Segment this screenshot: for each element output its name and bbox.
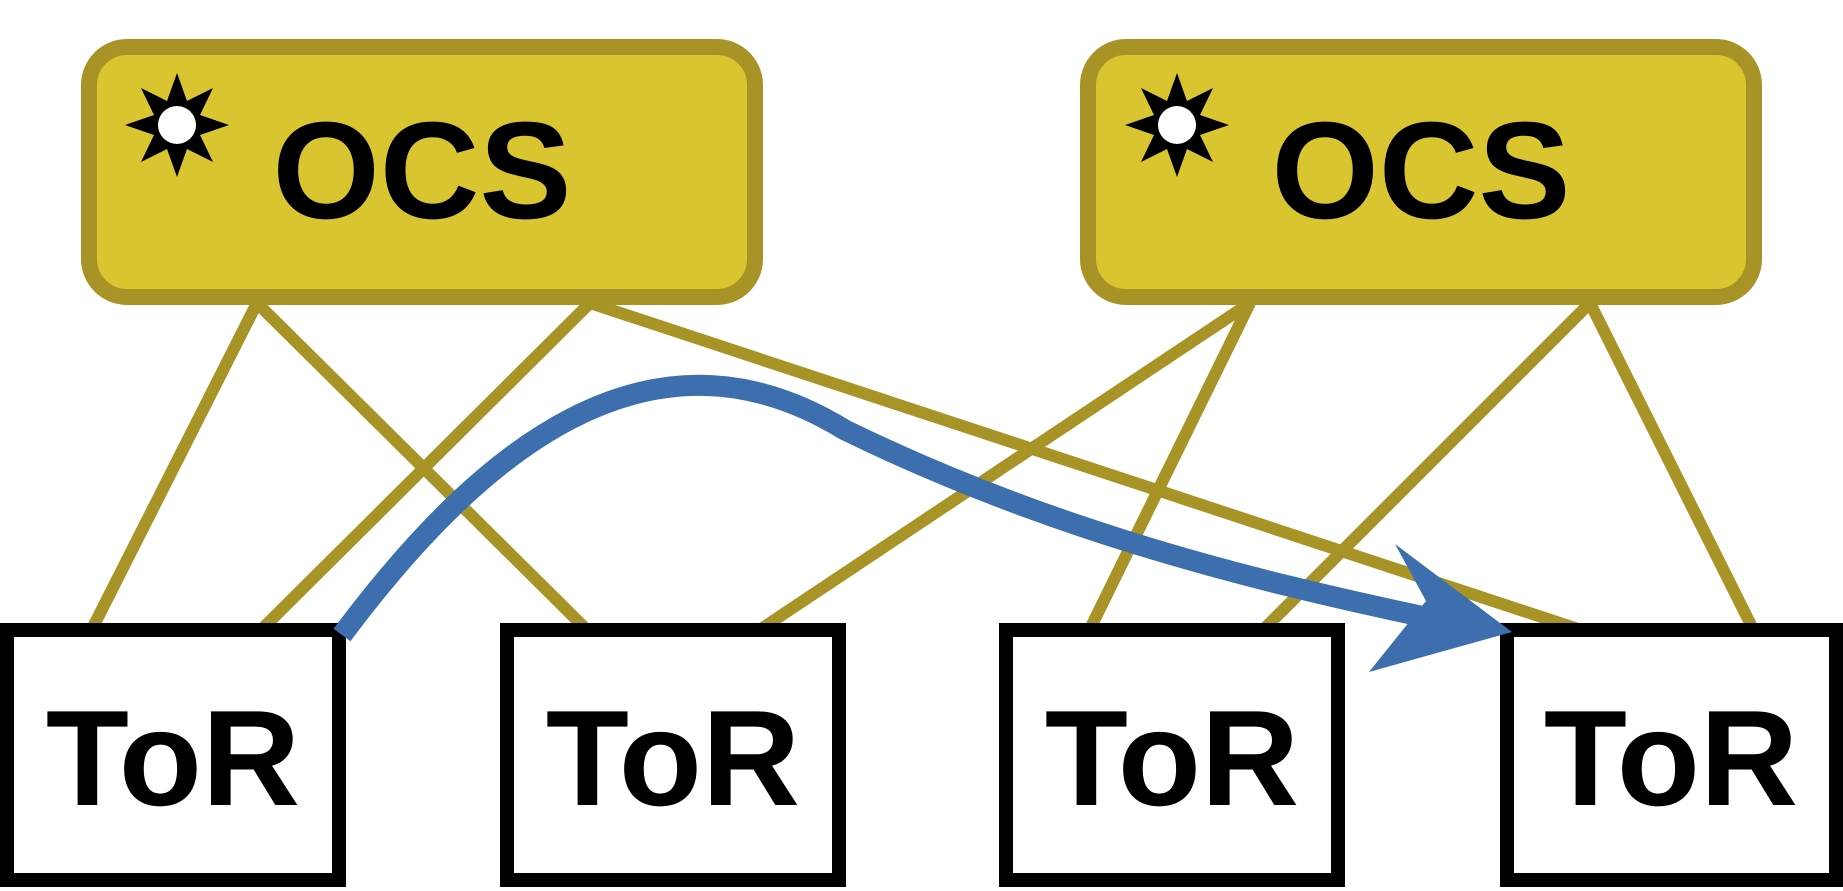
link-ocs2-tor2: [751, 298, 1254, 638]
link-ocs1-tor1-left: [84, 300, 263, 636]
tor-switch[interactable]: ToR: [999, 623, 1345, 887]
sun-icon: [125, 73, 229, 177]
ocs-label: OCS: [1271, 94, 1570, 248]
tor-box: [0, 623, 346, 887]
link-ocs2-tor3-left: [1082, 300, 1256, 636]
tor-switch[interactable]: ToR: [500, 623, 846, 887]
ocs-label: OCS: [272, 94, 571, 248]
tor-box: [999, 623, 1345, 887]
ocs-box: [81, 39, 763, 305]
tor-switch[interactable]: ToR: [0, 623, 346, 887]
tor-label: ToR: [1045, 682, 1299, 834]
ocs-box: [1080, 39, 1762, 305]
flow-arrowhead: [1369, 544, 1512, 672]
link-ocs2-tor3-right: [1255, 298, 1595, 638]
flow-arrow-path: [333, 374, 1428, 642]
sun-icon: [1125, 73, 1229, 177]
ocs-switch[interactable]: OCS: [1080, 39, 1762, 305]
tor-box: [500, 623, 846, 887]
tor-switch[interactable]: ToR: [1500, 623, 1843, 887]
ocs-switch[interactable]: OCS: [81, 39, 763, 305]
link-ocs2-tor4: [1584, 300, 1761, 636]
tor-label: ToR: [1544, 682, 1798, 834]
tor-box: [1500, 623, 1843, 887]
flow-arrow: [333, 374, 1512, 672]
tor-label: ToR: [46, 682, 300, 834]
link-ocs1-tor1-right: [253, 298, 595, 638]
tor-label: ToR: [546, 682, 800, 834]
